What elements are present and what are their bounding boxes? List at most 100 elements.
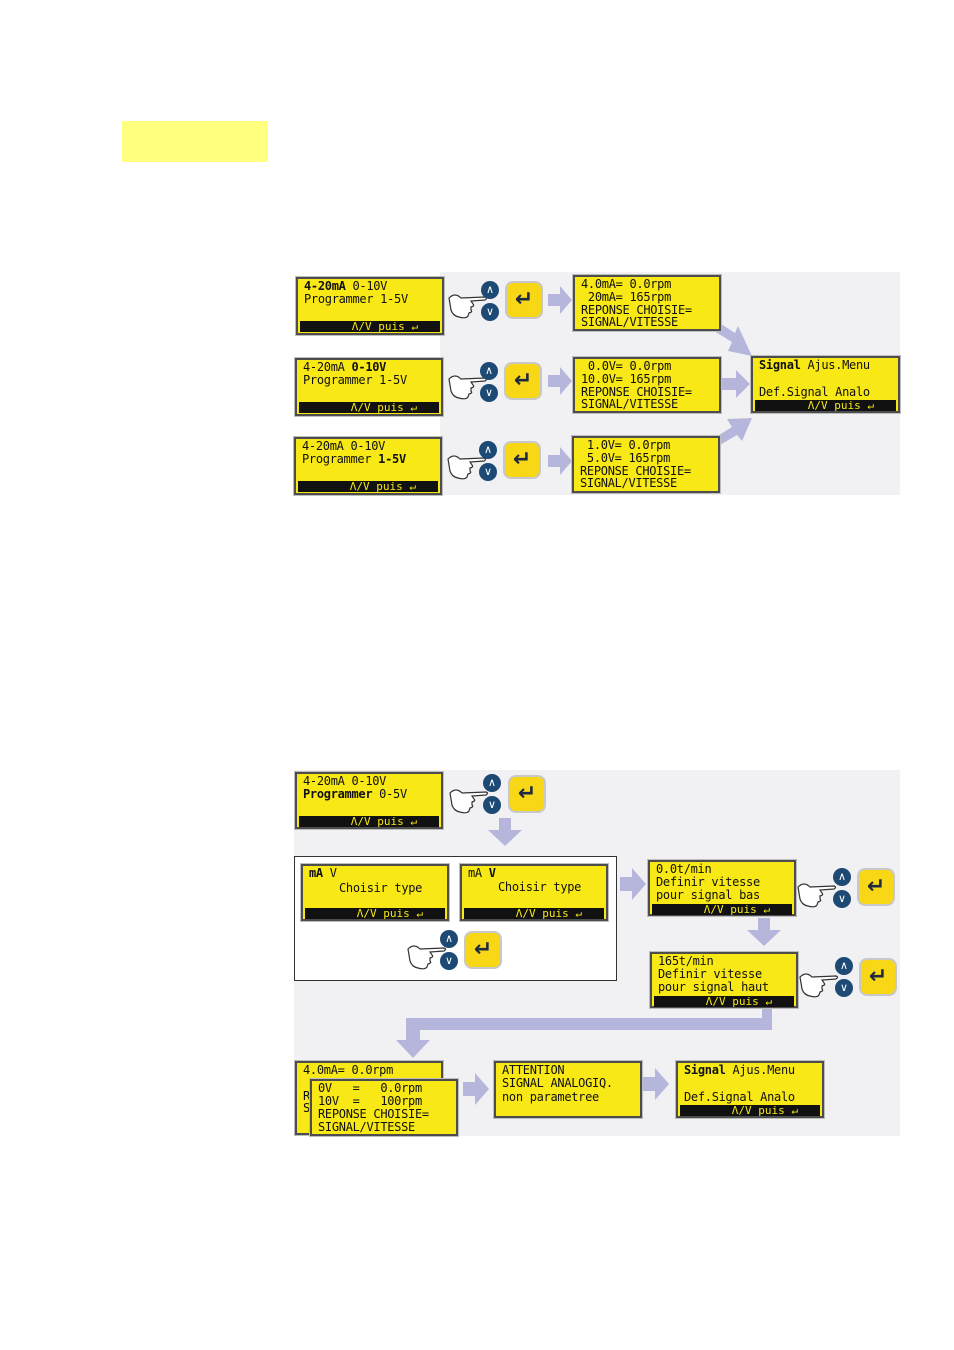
lcd-text: REPONSE CHOISIE=: [581, 385, 692, 399]
pointing-hand-icon: [407, 945, 447, 970]
arrow-right-2: [548, 367, 572, 395]
lcd-text: 165t/min: [658, 954, 714, 968]
lcd-type-v: mA V Choisir type Λ/V puis ↵: [460, 864, 608, 921]
arrow-right-3: [548, 447, 572, 475]
lcd-nav-bar: Λ/V puis ↵: [464, 908, 604, 919]
down-button-icon[interactable]: ∨: [440, 952, 458, 970]
pointing-hand-icon: [797, 883, 837, 908]
arrow-right-5: [620, 868, 646, 900]
lcd-text: 4-20mA: [303, 360, 352, 374]
up-button-icon[interactable]: ∧: [440, 930, 458, 948]
arrow-down-2: [747, 918, 781, 946]
up-button-icon[interactable]: ∧: [833, 868, 851, 886]
enter-button-icon[interactable]: ↵: [508, 775, 546, 813]
lcd-text: 0.0V= 0.0rpm: [581, 359, 672, 373]
enter-button-icon[interactable]: ↵: [859, 958, 897, 996]
lcd-result-menu-bottom: Signal Ajus.Menu Def.Signal Analo Λ/V pu…: [676, 1061, 824, 1118]
enter-button-icon[interactable]: ↵: [503, 441, 541, 479]
lcd-text: S: [303, 1101, 310, 1115]
lcd-text: Signal: [759, 358, 801, 372]
lcd-text: 0.0t/min: [656, 862, 712, 876]
lcd-text: pour signal haut: [658, 980, 769, 994]
lcd-text: 0-5V: [372, 787, 407, 801]
down-button-icon[interactable]: ∨: [481, 303, 499, 321]
lcd-text: 1-5V: [378, 452, 406, 466]
lcd-response-front: 0V = 0.0rpm 10V = 100rpm REPONSE CHOISIE…: [310, 1079, 458, 1136]
lcd-speed-high: 165t/min Definir vitesse pour signal hau…: [650, 952, 798, 1008]
arrow-diag-2: [716, 418, 752, 445]
lcd-text: Choisir type: [498, 880, 582, 894]
down-button-icon[interactable]: ∨: [835, 979, 853, 997]
up-button-icon[interactable]: ∧: [480, 362, 498, 380]
arrow-right-7: [643, 1068, 669, 1100]
lcd-text: mA: [309, 866, 323, 880]
lcd-text: 0V = 0.0rpm: [318, 1081, 422, 1095]
lcd-nav-bar: Λ/V puis ↵: [755, 400, 896, 411]
arrow-right-4: [722, 370, 750, 398]
lcd-text: SIGNAL/VITESSE: [318, 1120, 415, 1134]
lcd-attention: ATTENTION SIGNAL ANALOGIQ. non parametre…: [494, 1061, 642, 1118]
lcd-response-5v: 1.0V= 0.0rpm 5.0V= 165rpm REPONSE CHOISI…: [572, 436, 720, 493]
lcd-text: Choisir type: [339, 881, 423, 895]
lcd-text: Programmer: [302, 452, 379, 466]
up-button-icon[interactable]: ∧: [479, 441, 497, 459]
down-button-icon[interactable]: ∨: [479, 463, 497, 481]
lcd-text: SIGNAL/VITESSE: [580, 476, 677, 490]
lcd-text: V: [488, 866, 496, 880]
lcd-text: SIGNAL/VITESSE: [581, 397, 678, 411]
lcd-input-4-20ma: 4-20mA 0-10V Programmer 1-5V Λ/V puis ↵: [296, 277, 444, 335]
lcd-text: 10V = 100rpm: [318, 1094, 422, 1108]
lcd-text: REPONSE CHOISIE=: [581, 303, 692, 317]
arrow-diag-1: [714, 322, 752, 356]
lcd-text: 4-20mA: [304, 279, 346, 293]
up-button-icon[interactable]: ∧: [835, 957, 853, 975]
lcd-nav-bar: Λ/V puis ↵: [298, 481, 438, 492]
lcd-text: Def.Signal Analo: [684, 1090, 795, 1104]
lcd-text: Def.Signal Analo: [759, 385, 870, 399]
lcd-text: Ajus.Menu: [725, 1063, 795, 1077]
lcd-text: 20mA= 165rpm: [581, 290, 672, 304]
lcd-speed-low: 0.0t/min Definir vitesse pour signal bas…: [648, 860, 796, 916]
lcd-text: REPONSE CHOISIE=: [580, 464, 691, 478]
down-button-icon[interactable]: ∨: [833, 890, 851, 908]
lcd-text: 1.0V= 0.0rpm: [580, 438, 671, 452]
lcd-text: 0-10V: [345, 279, 388, 293]
enter-button-icon[interactable]: ↵: [505, 281, 543, 319]
lcd-text: Definir vitesse: [656, 875, 760, 889]
lcd-text: 4-20mA 0-10V: [303, 774, 387, 788]
lcd-text: Ajus.Menu: [800, 358, 870, 372]
down-button-icon[interactable]: ∨: [483, 796, 501, 814]
lcd-text: Programmer 1-5V: [303, 373, 407, 387]
lcd-text: 0-10V: [351, 360, 387, 374]
pointing-hand-icon: [449, 789, 489, 814]
lcd-nav-bar: Λ/V puis ↵: [300, 321, 440, 332]
up-button-icon[interactable]: ∧: [481, 281, 499, 299]
lcd-text: SIGNAL/VITESSE: [581, 315, 678, 329]
lcd-nav-bar: Λ/V puis ↵: [299, 402, 439, 413]
lcd-type-ma: mA V Choisir type Λ/V puis ↵: [301, 864, 449, 921]
arrow-loop: [396, 1007, 772, 1058]
pointing-hand-icon: [799, 973, 839, 998]
lcd-text: 4-20mA 0-10V: [302, 439, 386, 453]
lcd-text: mA: [468, 866, 489, 880]
enter-button-icon[interactable]: ↵: [504, 362, 542, 400]
lcd-text: 4.0mA= 0.0rpm: [581, 277, 672, 291]
arrow-down-1: [488, 818, 522, 846]
lcd-text: REPONSE CHOISIE=: [318, 1107, 429, 1121]
lcd-text: V: [322, 866, 337, 880]
lcd-text: 5.0V= 165rpm: [580, 451, 671, 465]
lcd-text: Programmer: [303, 787, 373, 801]
lcd-text: non parametree: [502, 1090, 599, 1104]
enter-button-icon[interactable]: ↵: [857, 868, 895, 906]
lcd-nav-bar: Λ/V puis ↵: [680, 1105, 820, 1116]
lcd-text: Definir vitesse: [658, 967, 762, 981]
lcd-text: R: [303, 1089, 310, 1103]
arrow-right-1: [548, 286, 572, 314]
down-button-icon[interactable]: ∨: [480, 384, 498, 402]
lcd-response-10v: 0.0V= 0.0rpm 10.0V= 165rpm REPONSE CHOIS…: [573, 357, 721, 413]
enter-button-icon[interactable]: ↵: [464, 931, 502, 969]
up-button-icon[interactable]: ∧: [483, 774, 501, 792]
lcd-input-0-10v: 4-20mA 0-10V Programmer 1-5V Λ/V puis ↵: [295, 358, 443, 416]
lcd-text: Signal: [684, 1063, 726, 1077]
